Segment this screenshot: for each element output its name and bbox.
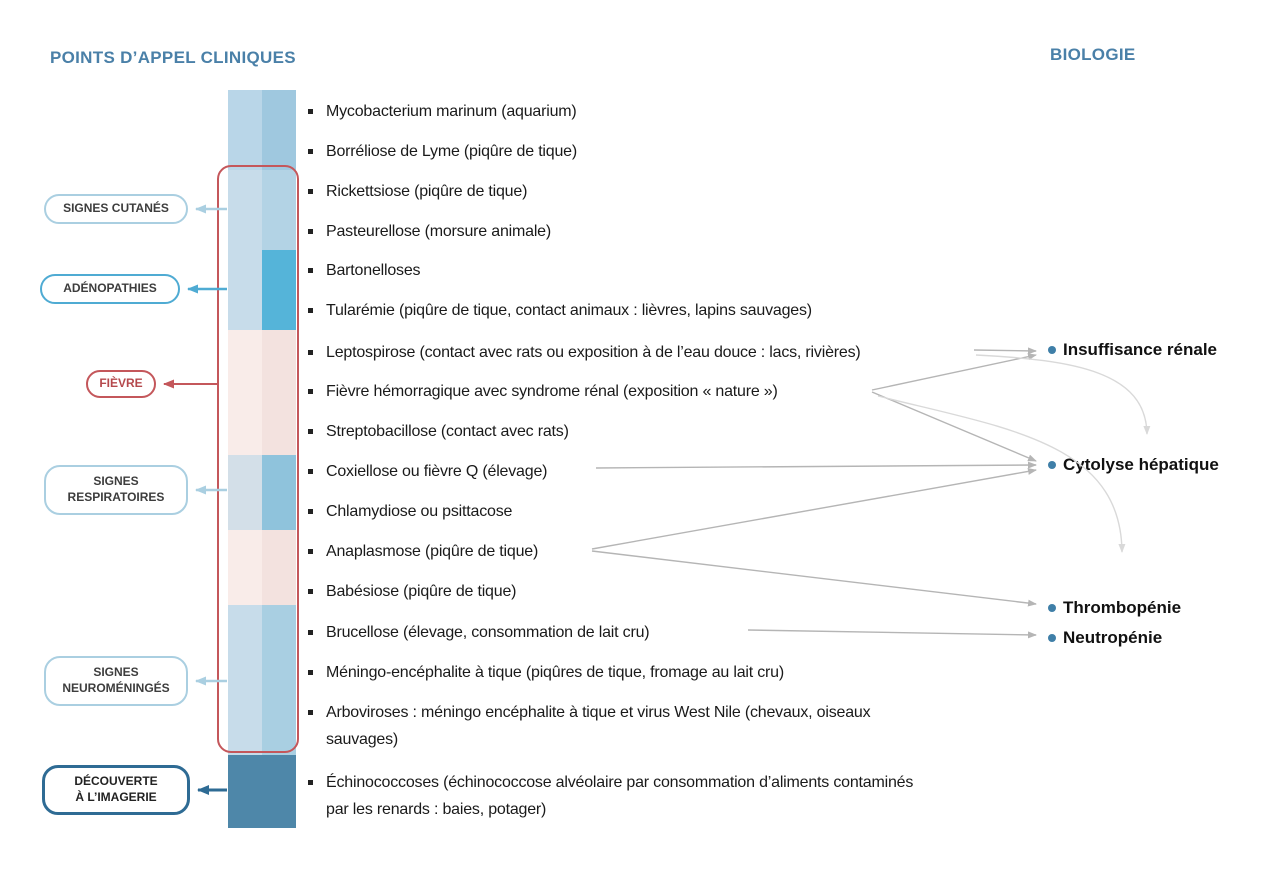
biology-item-neutropenie: Neutropénie bbox=[1048, 627, 1162, 649]
disease-item: Rickettsiose (piqûre de tique) bbox=[305, 178, 995, 205]
column-segment-fever2-left bbox=[228, 530, 262, 605]
pill-label: ADÉNOPATHIES bbox=[63, 281, 157, 296]
bullet-dot-icon bbox=[1048, 634, 1056, 642]
bullet-dot-icon bbox=[1048, 461, 1056, 469]
fever-outline-box bbox=[217, 165, 299, 753]
biology-title: BIOLOGIE bbox=[1050, 45, 1136, 64]
disease-item: Bartonelloses bbox=[305, 257, 995, 284]
biology-label: Thrombopénie bbox=[1063, 598, 1182, 617]
biology-item-thrombopenie: Thrombopénie bbox=[1048, 597, 1181, 619]
pill-signes-neuromeninges: SIGNES NEUROMÉNINGÉS bbox=[44, 656, 188, 706]
column-segment-neuro-left bbox=[228, 605, 262, 755]
pill-decouverte-imagerie: DÉCOUVERTE À L’IMAGERIE bbox=[42, 765, 190, 815]
pill-label: SIGNES NEUROMÉNINGÉS bbox=[62, 665, 170, 695]
bullet-dot-icon bbox=[1048, 604, 1056, 612]
pill-label: SIGNES RESPIRATOIRES bbox=[67, 474, 165, 504]
pill-adenopathies: ADÉNOPATHIES bbox=[40, 274, 180, 304]
column-segment-adenopathy-left bbox=[228, 250, 262, 330]
pill-label: FIÈVRE bbox=[99, 376, 143, 391]
column-segment-neuro-right bbox=[262, 605, 296, 755]
column-segment-fever-right bbox=[262, 330, 296, 455]
column-segment-top-left bbox=[228, 90, 262, 170]
disease-item: Fièvre hémorragique avec syndrome rénal … bbox=[305, 378, 995, 405]
clinical-signs-title: POINTS D’APPEL CLINIQUES bbox=[50, 48, 296, 67]
column-segment-respiratory-left bbox=[228, 455, 262, 530]
column-segment-adenopathy-right bbox=[262, 250, 296, 330]
disease-item: Anaplasmose (piqûre de tique) bbox=[305, 538, 995, 565]
biology-label: Insuffisance rénale bbox=[1063, 340, 1218, 359]
disease-item: Chlamydiose ou psittacose bbox=[305, 498, 995, 525]
pill-label: SIGNES CUTANÉS bbox=[63, 201, 169, 216]
disease-item: Mycobacterium marinum (aquarium) bbox=[305, 98, 995, 125]
biology-label: Cytolyse hépatique bbox=[1063, 455, 1219, 474]
column-segment-imaging bbox=[228, 755, 296, 828]
biology-item-insuffisance-renale: Insuffisance rénale bbox=[1048, 339, 1217, 361]
biology-item-cytolyse-hepatique: Cytolyse hépatique bbox=[1048, 454, 1219, 476]
column-segment-cutaneous-left bbox=[228, 170, 262, 250]
disease-item: Coxiellose ou fièvre Q (élevage) bbox=[305, 458, 995, 485]
disease-item: Arboviroses : méningo encéphalite à tiqu… bbox=[305, 699, 905, 753]
disease-item: Méningo-encéphalite à tique (piqûres de … bbox=[305, 659, 995, 686]
pill-label: DÉCOUVERTE À L’IMAGERIE bbox=[74, 774, 158, 804]
disease-item: Tularémie (piqûre de tique, contact anim… bbox=[305, 297, 995, 324]
pill-fievre: FIÈVRE bbox=[86, 370, 156, 398]
disease-item: Leptospirose (contact avec rats ou expos… bbox=[305, 339, 995, 366]
disease-item: Pasteurellose (morsure animale) bbox=[305, 218, 995, 245]
disease-item: Streptobacillose (contact avec rats) bbox=[305, 418, 995, 445]
pill-signes-cutanes: SIGNES CUTANÉS bbox=[44, 194, 188, 224]
biology-label: Neutropénie bbox=[1063, 628, 1163, 647]
column-segment-fever2-right bbox=[262, 530, 296, 605]
disease-item: Brucellose (élevage, consommation de lai… bbox=[305, 619, 995, 646]
column-segment-top-right bbox=[262, 90, 296, 170]
disease-item: Borréliose de Lyme (piqûre de tique) bbox=[305, 138, 995, 165]
pill-signes-respiratoires: SIGNES RESPIRATOIRES bbox=[44, 465, 188, 515]
column-segment-cutaneous-right bbox=[262, 170, 296, 250]
disease-item: Échinococcoses (échinococcose alvéolaire… bbox=[305, 769, 937, 823]
column-segment-fever-left bbox=[228, 330, 262, 455]
column-segment-respiratory-right bbox=[262, 455, 296, 530]
bullet-dot-icon bbox=[1048, 346, 1056, 354]
disease-item: Babésiose (piqûre de tique) bbox=[305, 578, 995, 605]
